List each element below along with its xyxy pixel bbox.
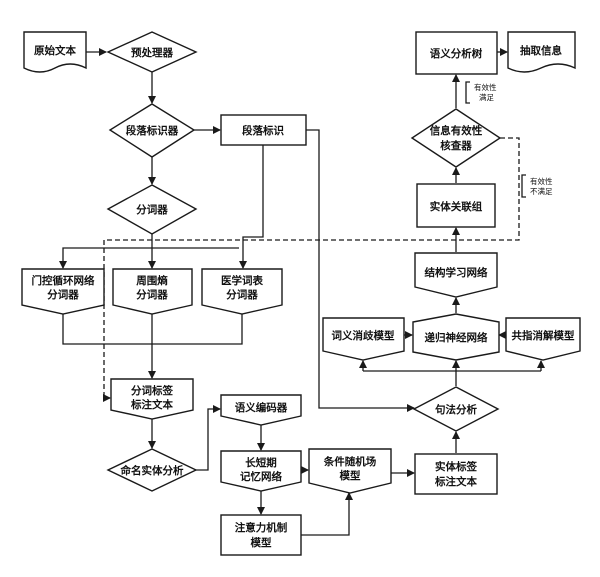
node-para-recognizer: 段落标识器: [108, 103, 196, 158]
crf-label-2: 模型: [340, 469, 361, 482]
validity-check-label-1: 信息有效性: [430, 124, 483, 137]
struct-learn-label: 结构学习网络: [425, 266, 488, 279]
med-seg-label-2: 分词器: [226, 288, 258, 301]
node-gru-seg: 门控循环网络 分词器: [21, 268, 105, 315]
gru-seg-label-2: 分词器: [47, 288, 79, 301]
edge-mark-to-medical: [239, 145, 264, 269]
node-medical-seg: 医学词表 分词器: [201, 268, 283, 315]
edge-attention-to-crf: [301, 492, 353, 536]
node-coref: 共指消解模型: [505, 317, 581, 361]
recursive-label: 递归神经网络: [425, 331, 488, 344]
attention-label-1: 注意力机制: [235, 521, 288, 534]
sem-tree-label: 语义分析树: [430, 47, 483, 60]
node-para-mark: 段落标识: [220, 114, 307, 146]
valid-ok-label-1: 有效性: [474, 82, 497, 92]
crf-label-1: 条件随机场: [323, 455, 377, 468]
para-mark-label: 段落标识: [242, 124, 284, 137]
validity-check-label-2: 核查器: [440, 139, 472, 152]
valid-fail-label-2: 不满足: [530, 186, 553, 196]
seg-tagged-label-2: 标注文本: [130, 398, 173, 411]
node-lstm: 长短期 记忆网络: [220, 450, 302, 492]
seg-tagged-label-1: 分词标签: [131, 384, 173, 397]
edges: [59, 48, 545, 536]
syntax-label: 句法分析: [435, 403, 477, 416]
gru-seg-label-1: 门控循环网络: [32, 274, 95, 287]
bracket-valid-fail: [521, 174, 526, 198]
node-entity-group: 实体关联组: [416, 183, 496, 228]
node-preprocessor: 预处理器: [106, 31, 198, 73]
med-seg-label-1: 医学词表: [221, 274, 263, 287]
disambig-label: 词义消歧模型: [332, 329, 395, 342]
entity-tagged-label-2: 标注文本: [434, 475, 477, 488]
node-seg-tagged: 分词标签 标注文本: [110, 378, 194, 420]
zhou-seg-label-2: 分词器: [136, 288, 168, 301]
zhou-seg-label-1: 周围熵: [136, 274, 168, 287]
node-struct-learn: 结构学习网络: [414, 252, 498, 298]
node-crf: 条件随机场 模型: [308, 448, 392, 494]
extract-label: 抽取信息: [520, 44, 562, 57]
node-validity-check: 信息有效性 核查器: [410, 108, 502, 168]
node-zhou-seg: 周围熵 分词器: [112, 268, 193, 315]
node-extract: 抽取信息: [507, 31, 576, 73]
node-entity-tagged: 实体标签 标注文本: [414, 453, 498, 495]
entity-tagged-label-1: 实体标签: [435, 460, 477, 473]
coref-label: 共指消解模型: [512, 329, 575, 342]
valid-ok-label-2: 满足: [479, 92, 494, 102]
para-recognizer-label: 段落标识器: [126, 124, 179, 137]
node-raw-text: 原始文本: [23, 31, 87, 73]
raw-text-label: 原始文本: [34, 44, 76, 57]
lstm-label-2: 记忆网络: [240, 470, 282, 483]
sem-encoder-label: 语义编码器: [235, 401, 288, 414]
attention-label-2: 模型: [251, 536, 272, 549]
node-segmenter: 分词器: [106, 184, 198, 235]
entity-group-label: 实体关联组: [430, 200, 483, 213]
edge-mark-to-syntax: [306, 129, 415, 412]
node-recursive: 递归神经网络: [412, 313, 500, 361]
valid-fail-label-1: 有效性: [530, 176, 553, 186]
preprocessor-label: 预处理器: [131, 46, 173, 59]
node-ner: 命名实体分析: [106, 448, 198, 492]
node-sem-encoder: 语义编码器: [220, 394, 302, 426]
segmenter-label: 分词器: [136, 203, 168, 216]
edge-validity-fail: [103, 137, 520, 402]
edge-seg-to-gru: [59, 247, 152, 269]
node-disambig: 词义消歧模型: [322, 317, 405, 361]
node-sem-tree: 语义分析树: [415, 31, 498, 75]
node-syntax: 句法分析: [412, 386, 500, 432]
ner-label: 命名实体分析: [120, 464, 184, 477]
edge-ner-to-encoder: [194, 405, 221, 471]
lstm-label-1: 长短期: [245, 456, 277, 469]
node-attention: 注意力机制 模型: [220, 514, 302, 556]
bracket-valid-ok: [465, 81, 470, 104]
